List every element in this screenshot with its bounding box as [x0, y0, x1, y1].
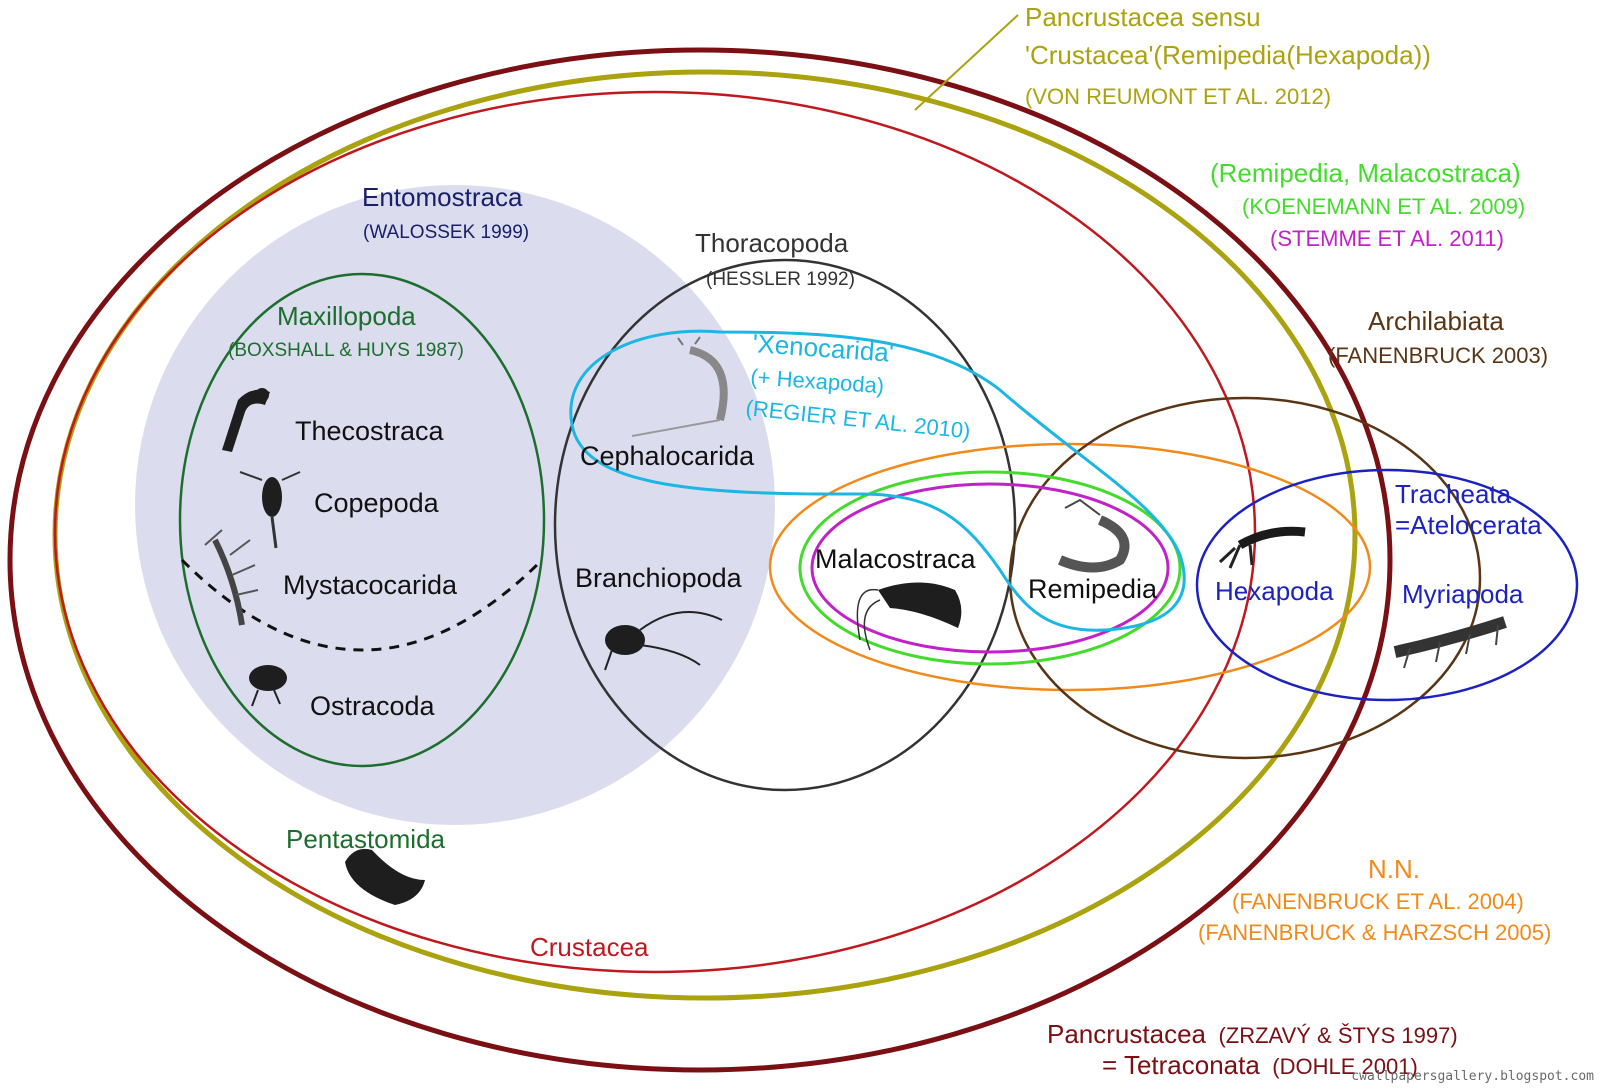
tetraconata-label: = Tetraconata (DOHLE 2001)	[1102, 1050, 1418, 1080]
remipedia-malacostraca-ellipse	[798, 470, 1182, 666]
stemme-citation: (STEMME ET AL. 2011)	[1270, 226, 1504, 251]
taxon-branchiopoda: Branchiopoda	[575, 563, 743, 593]
xenocarida-citation: (REGIER ET AL. 2010)	[744, 395, 971, 443]
pancrustacea-sensu-leader	[914, 14, 1019, 111]
cephalocarida-icon	[631, 336, 728, 437]
koenemann-citation: (KOENEMANN ET AL. 2009)	[1242, 194, 1525, 219]
maxillopoda-citation: (BOXSHALL & HUYS 1987)	[228, 340, 464, 361]
thecostraca-icon	[222, 388, 270, 452]
mystacocarida-icon	[204, 529, 259, 626]
xenocarida-sub: (+ Hexapoda)	[750, 364, 885, 398]
archilabiata-title: Archilabiata	[1368, 306, 1504, 336]
thoracopoda-citation: (HESSLER 1992)	[706, 269, 855, 290]
tetraconata-name: = Tetraconata	[1102, 1050, 1260, 1080]
taxon-ostracoda: Ostracoda	[310, 691, 436, 721]
taxon-thecostraca: Thecostraca	[295, 416, 445, 446]
pentastomida-icon	[345, 848, 425, 905]
tracheata-ellipse	[1195, 468, 1579, 702]
copepoda-icon	[239, 471, 301, 549]
crustacea-ellipse	[53, 90, 1257, 974]
mystacocarida-dashed-boundary	[180, 558, 544, 652]
thoracopoda-ellipse	[553, 258, 1017, 792]
remipedia-icon	[1058, 498, 1130, 573]
xenocarida-title: 'Xenocarida'	[752, 328, 895, 368]
taxon-copepoda: Copepoda	[314, 488, 440, 518]
branchiopoda-icon	[604, 611, 723, 671]
hexapoda-icon	[1218, 526, 1306, 569]
entomostraca-area	[135, 185, 775, 825]
pancrustacea-sensu-title: Pancrustacea sensu	[1025, 2, 1261, 32]
thoracopoda-title: Thoracopoda	[695, 228, 849, 258]
entomostraca-citation: (WALOSSEK 1999)	[363, 222, 529, 243]
pancrustacea-ellipse	[7, 47, 1393, 1073]
malacostraca-icon	[856, 582, 962, 651]
pancrustacea-citation: (ZRZAVÝ & ŠTYS 1997)	[1218, 1023, 1457, 1048]
entomostraca-title: Entomostraca	[362, 182, 523, 212]
xenocarida-loop	[569, 329, 1186, 632]
pancrustacea-sensu-formula: 'Crustacea'(Remipedia(Hexapoda))	[1025, 40, 1431, 70]
pancrustacea-label: Pancrustacea (ZRZAVÝ & ŠTYS 1997)	[1047, 1019, 1458, 1049]
stemme-ellipse	[810, 482, 1170, 654]
watermark-text: cwallpapersgallery.blogspot.com	[1351, 1069, 1594, 1084]
maxillopoda-title: Maxillopoda	[277, 301, 416, 331]
crustacea-title: Crustacea	[530, 932, 649, 962]
taxon-malacostraca: Malacostraca	[815, 544, 977, 574]
atelocerata-title: =Atelocerata	[1395, 510, 1542, 540]
nn-citation-1: (FANENBRUCK ET AL. 2004)	[1232, 889, 1524, 914]
tracheata-title: Tracheata	[1395, 479, 1512, 509]
ostracoda-icon	[249, 665, 287, 707]
maxillopoda-ellipse	[178, 272, 546, 768]
tetraconata-citation: (DOHLE 2001)	[1272, 1054, 1418, 1079]
taxon-myriapoda: Myriapoda	[1402, 579, 1524, 609]
nn-citation-2: (FANENBRUCK & HARZSCH 2005)	[1198, 920, 1551, 945]
myriapoda-icon	[1393, 616, 1507, 669]
taxon-hexapoda: Hexapoda	[1215, 576, 1334, 606]
taxon-mystacocarida: Mystacocarida	[283, 570, 458, 600]
pancrustacea-name: Pancrustacea	[1047, 1019, 1207, 1049]
nn-title: N.N.	[1368, 854, 1420, 884]
taxon-remipedia: Remipedia	[1028, 574, 1158, 604]
archilabiata-ellipse	[1008, 396, 1482, 760]
taxon-cephalocarida: Cephalocarida	[580, 441, 755, 471]
taxon-pentastomida: Pentastomida	[286, 824, 446, 854]
archilabiata-citation: (FANENBRUCK 2003)	[1328, 343, 1548, 368]
nn-ellipse	[768, 442, 1372, 692]
pancrustacea-sensu-citation: (VON REUMONT ET AL. 2012)	[1025, 84, 1331, 109]
remipedia-malacostraca-title: (Remipedia, Malacostraca)	[1210, 158, 1521, 188]
